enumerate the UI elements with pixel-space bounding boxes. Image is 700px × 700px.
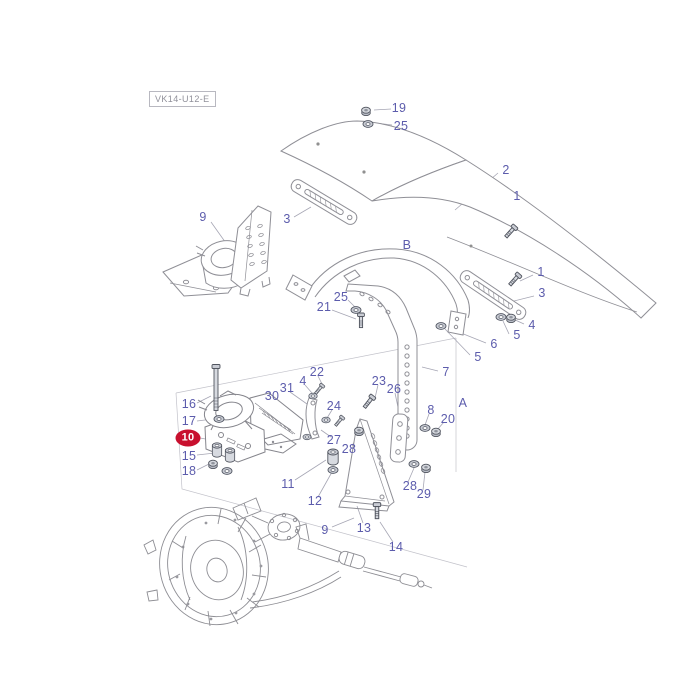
washer-25-top [362, 120, 374, 128]
slotted-bar-3-top [290, 179, 358, 225]
washer-5-right [495, 313, 507, 321]
slotted-bar-3-right [459, 270, 527, 320]
spacer-15-b [224, 447, 236, 463]
callout-17[interactable]: 17 [181, 413, 197, 428]
bracket-assembly-9 [162, 205, 272, 297]
callout-9-b[interactable]: 9 [321, 522, 329, 537]
nut-18 [208, 459, 218, 470]
callout-9-a[interactable]: 9 [199, 209, 207, 224]
callout-22[interactable]: 22 [309, 364, 325, 379]
callout-14[interactable]: 14 [388, 539, 404, 554]
diagram-code-label: VK14-U12-E [149, 91, 216, 107]
callout-12[interactable]: 12 [307, 493, 323, 508]
callout-1-a[interactable]: 1 [513, 188, 521, 203]
callout-23[interactable]: 23 [371, 373, 387, 388]
washer-18-b [221, 467, 233, 475]
callout-27[interactable]: 27 [326, 432, 342, 447]
washer-12 [327, 466, 339, 474]
washer-28-b [408, 460, 420, 468]
callout-ref-B: B [402, 237, 412, 252]
callout-26[interactable]: 26 [386, 381, 402, 396]
callout-20[interactable]: 20 [440, 411, 456, 426]
fender-part-2 [279, 120, 657, 319]
callout-28-a[interactable]: 28 [341, 441, 357, 456]
nut-29 [421, 463, 431, 474]
callout-18[interactable]: 18 [181, 463, 197, 478]
nut-19 [361, 106, 371, 117]
callout-4-b[interactable]: 4 [299, 373, 307, 388]
nut-20 [431, 427, 441, 438]
link-arm-31 [305, 397, 320, 440]
callout-13[interactable]: 13 [356, 520, 372, 535]
callout-8[interactable]: 8 [427, 402, 435, 417]
washer-4-center [308, 392, 318, 400]
callout-2[interactable]: 2 [502, 162, 510, 177]
washer-25-mid [350, 306, 362, 314]
washer-24 [321, 416, 331, 424]
callout-24[interactable]: 24 [326, 398, 342, 413]
bolt-21 [357, 312, 365, 329]
bolt-27 [333, 414, 346, 428]
washer-5-arc [435, 322, 447, 330]
callout-19[interactable]: 19 [391, 100, 407, 115]
callout-21[interactable]: 21 [316, 299, 332, 314]
callout-3-a[interactable]: 3 [538, 285, 546, 300]
callout-29[interactable]: 29 [416, 486, 432, 501]
washer-17 [213, 415, 225, 423]
callout-16[interactable]: 16 [181, 396, 197, 411]
callout-15[interactable]: 15 [181, 448, 197, 463]
support-arc-B [285, 248, 470, 336]
bolt-23 [361, 393, 377, 410]
spacer-plate-26 [389, 413, 409, 463]
bolt-1-a [502, 223, 519, 240]
washer-8 [419, 424, 431, 432]
spacer-15-a [211, 442, 223, 458]
bolt-16 [211, 364, 221, 411]
nut-28-a [354, 426, 364, 437]
callout-25-b[interactable]: 25 [333, 289, 349, 304]
callout-4-a[interactable]: 4 [528, 317, 536, 332]
callout-7[interactable]: 7 [442, 364, 450, 379]
callout-30[interactable]: 30 [264, 388, 280, 403]
callout-10-highlighted[interactable]: 10 [175, 429, 201, 447]
bolt-1-b [506, 271, 523, 288]
callout-11[interactable]: 11 [281, 476, 295, 491]
callout-6[interactable]: 6 [490, 336, 498, 351]
washer-31-b [302, 433, 312, 441]
gusset-bracket-13 [338, 418, 395, 512]
callout-25-a[interactable]: 25 [393, 118, 409, 133]
hardware-fasteners [208, 106, 523, 520]
nut-4-right [506, 313, 516, 324]
bushing-11 [327, 448, 339, 466]
callout-ref-A: A [458, 395, 468, 410]
callout-3-b[interactable]: 3 [283, 211, 291, 226]
callout-5-a[interactable]: 5 [513, 327, 521, 342]
support-arm-7 [345, 283, 418, 451]
callout-28-b[interactable]: 28 [402, 478, 418, 493]
axle-housing-sketch [143, 497, 433, 627]
callout-31[interactable]: 31 [279, 380, 295, 395]
callout-5-b[interactable]: 5 [474, 349, 482, 364]
callout-1-b[interactable]: 1 [537, 264, 545, 279]
